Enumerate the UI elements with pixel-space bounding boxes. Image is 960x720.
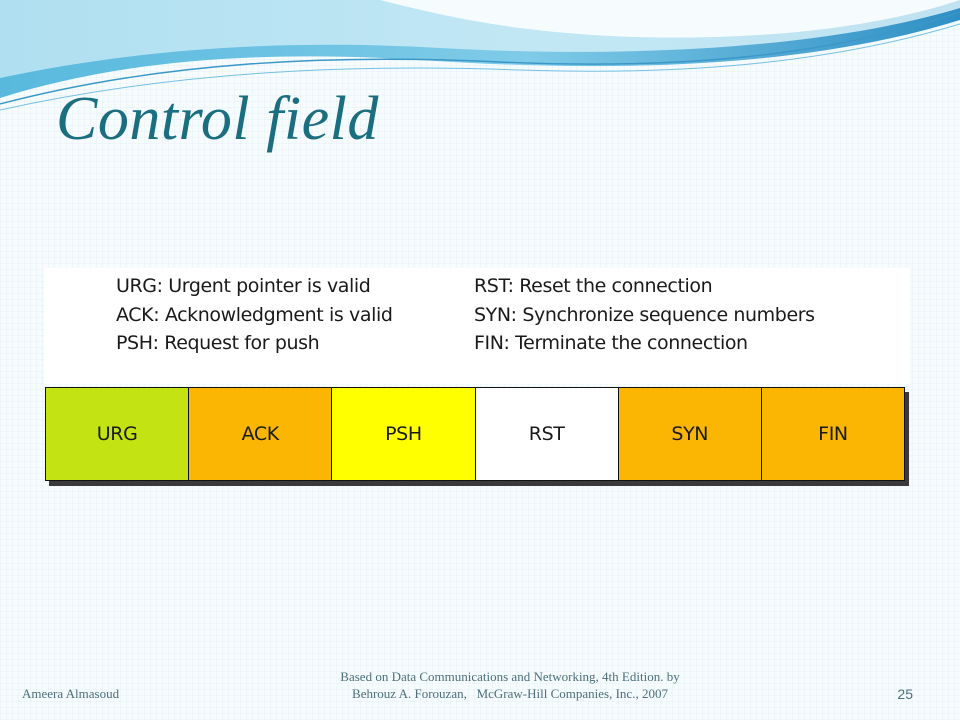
legend-column-left: URG: Urgent pointer is valid ACK: Acknow… (116, 272, 393, 358)
flag-cell-ack: ACK (189, 388, 333, 480)
flag-cell-fin: FIN (761, 388, 905, 480)
footer-author: Ameera Almasoud (22, 686, 120, 701)
swoosh-line-2 (0, 23, 960, 111)
footer-source-line-1: Based on Data Communications and Network… (340, 669, 680, 684)
swoosh-band-white (380, 0, 960, 38)
slide-number: 25 (897, 686, 913, 702)
legend-entry-rst: RST: Reset the connection (474, 275, 713, 297)
header-swoosh (0, 0, 960, 111)
footer-source: Based on Data Communications and Network… (230, 668, 790, 702)
footer-source-line-2: Behrouz A. Forouzan, McGraw-Hill Compani… (352, 686, 668, 701)
control-field-row: URG ACK PSH RST SYN FIN (45, 387, 905, 481)
flag-cell-urg: URG (46, 388, 190, 480)
legend-entry-fin: FIN: Terminate the connection (474, 332, 748, 354)
legend-entry-urg: URG: Urgent pointer is valid (116, 275, 371, 297)
flag-cell-psh: PSH (332, 388, 476, 480)
flag-cell-syn: SYN (618, 388, 762, 480)
flag-legend: URG: Urgent pointer is valid ACK: Acknow… (44, 268, 910, 384)
legend-entry-syn: SYN: Synchronize sequence numbers (474, 303, 815, 326)
slide-title: Control field (56, 85, 379, 153)
legend-entry-psh: PSH: Request for push (116, 332, 320, 354)
control-field-figure: URG: Urgent pointer is valid ACK: Acknow… (44, 268, 910, 488)
flag-cell-rst: RST (475, 388, 619, 480)
legend-column-right: RST: Reset the connection SYN: Synchroni… (474, 272, 815, 358)
legend-entry-ack: ACK: Acknowledgment is valid (116, 303, 393, 326)
swoosh-line-1 (0, 11, 960, 105)
